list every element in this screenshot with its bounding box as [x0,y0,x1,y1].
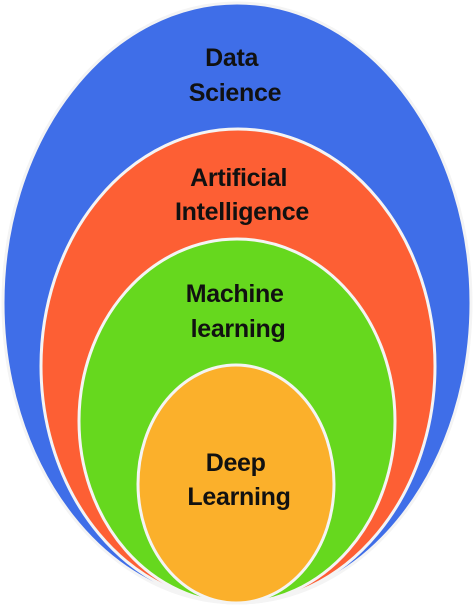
deep-learning-label-line2: Learning [187,483,290,511]
deep-learning-ellipse [136,363,336,605]
deep-learning-label: Deep Learning [187,449,290,511]
data-science-label-line2: Science [189,79,282,107]
machine-learning-label-line1: Machine [186,280,284,308]
data-science-label-line1: Data [205,44,259,72]
artificial-intelligence-label: Artificial Intelligence [175,164,309,226]
machine-learning-label-line2: learning [191,315,286,343]
deep-learning-label-line1: Deep [206,449,266,477]
artificial-intelligence-label-line2: Intelligence [175,198,309,226]
machine-learning-label: Machine learning [186,280,291,343]
data-science-label: Data Science [189,44,282,107]
artificial-intelligence-label-line1: Artificial [190,164,287,192]
